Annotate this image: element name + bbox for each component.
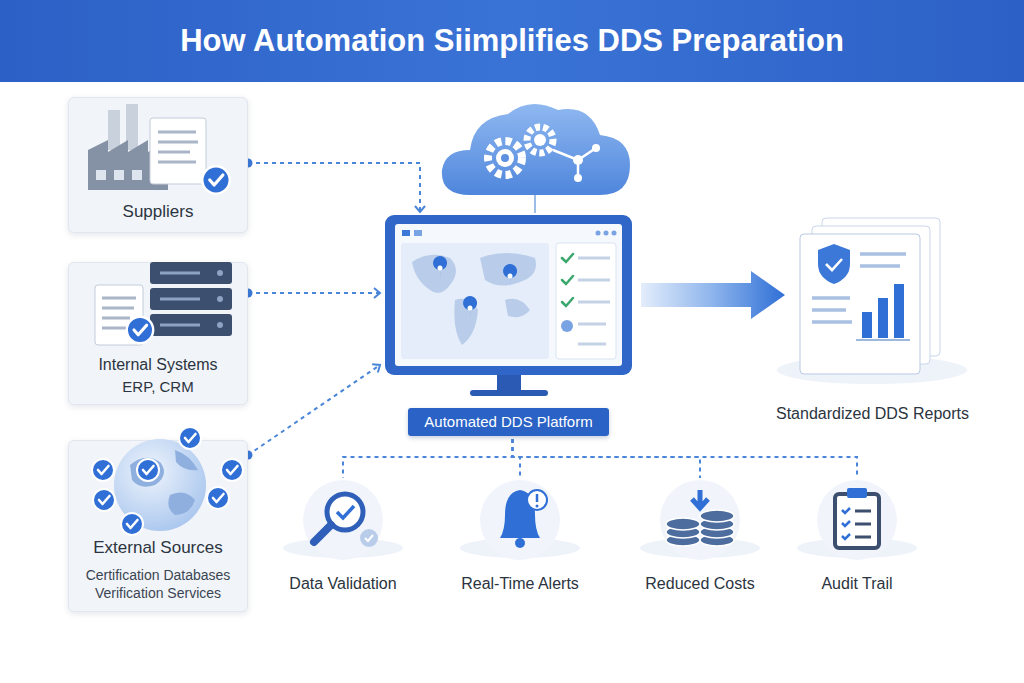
benefit-node: Audit Trail bbox=[782, 478, 932, 593]
dotted-connector bbox=[248, 292, 380, 294]
node-detail: ERP, CRM bbox=[122, 378, 193, 396]
source-box: External SourcesCertification Databases … bbox=[68, 440, 248, 612]
monitor-icon bbox=[385, 215, 632, 396]
node-detail: Certification Databases Verification Ser… bbox=[74, 566, 242, 602]
dotted-connector bbox=[513, 439, 521, 478]
factory-icon bbox=[88, 104, 230, 194]
node-label: Reduced Costs bbox=[645, 574, 754, 593]
benefit-node: Real-Time Alerts bbox=[445, 478, 595, 593]
dotted-connector bbox=[248, 163, 420, 212]
platform-box: Automated DDS Platform bbox=[380, 212, 637, 436]
report-icon bbox=[777, 218, 967, 384]
server-icon bbox=[95, 262, 232, 345]
title-bar: How Automation Siimplifies DDS Preparati… bbox=[0, 0, 1024, 82]
dotted-connector bbox=[513, 439, 858, 478]
node-label: Internal Systems bbox=[98, 355, 217, 374]
bell-icon bbox=[500, 490, 547, 548]
source-box: Internal SystemsERP, CRM bbox=[68, 262, 248, 405]
node-label: Audit Trail bbox=[821, 574, 892, 593]
cloud-icon bbox=[442, 104, 630, 213]
dotted-connector bbox=[343, 439, 513, 478]
title-text: How Automation Siimplifies DDS Preparati… bbox=[180, 23, 844, 59]
node-label: Automated DDS Platform bbox=[408, 408, 608, 436]
magnifier-icon bbox=[314, 494, 378, 547]
dotted-connector bbox=[513, 439, 701, 478]
dotted-connector bbox=[248, 365, 380, 455]
report-node: Standardized DDS Reports bbox=[765, 215, 980, 425]
node-label: External Sources bbox=[93, 538, 222, 558]
globe-icon bbox=[92, 427, 243, 535]
node-label: Suppliers bbox=[123, 202, 194, 222]
node-label: Standardized DDS Reports bbox=[776, 404, 969, 423]
clipboard-icon bbox=[835, 488, 879, 548]
node-label: Data Validation bbox=[289, 574, 396, 593]
icon-circles bbox=[283, 480, 917, 560]
coins-icon bbox=[666, 490, 734, 546]
benefit-node: Data Validation bbox=[268, 478, 418, 593]
node-label: Real-Time Alerts bbox=[461, 574, 579, 593]
flow-arrow bbox=[641, 271, 785, 319]
benefit-node: Reduced Costs bbox=[625, 478, 775, 593]
source-box: Suppliers bbox=[68, 97, 248, 233]
